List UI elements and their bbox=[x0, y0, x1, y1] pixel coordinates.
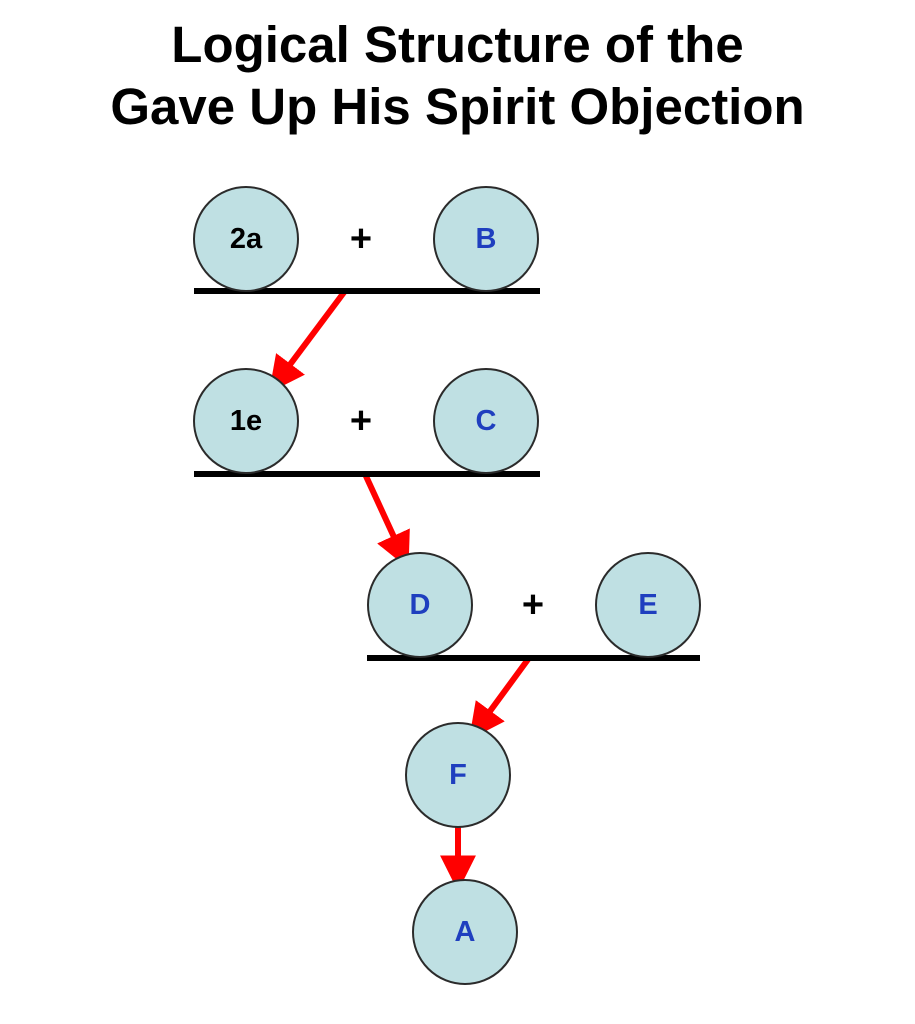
node-circle-a bbox=[412, 879, 518, 985]
node-label-2a: 2a bbox=[230, 223, 263, 255]
node-circle-f bbox=[405, 722, 511, 828]
node-circle-e bbox=[595, 552, 701, 658]
node-label-1e: 1e bbox=[230, 405, 262, 437]
node-b: B bbox=[433, 186, 539, 292]
node-label-d: D bbox=[410, 589, 431, 621]
node-1e: 1e bbox=[193, 368, 299, 474]
operators-layer: + + + bbox=[350, 218, 544, 626]
node-label-a: A bbox=[455, 916, 476, 948]
inference-arrow-to-D bbox=[362, 472, 410, 569]
edges-layer bbox=[268, 289, 532, 892]
title-line-2: Gave Up His Spirit Objection bbox=[110, 78, 805, 135]
node-label-f: F bbox=[449, 759, 467, 791]
node-circle-1e bbox=[193, 368, 299, 474]
node-label-c: C bbox=[476, 405, 497, 437]
plus-operator-1e-C: + bbox=[350, 400, 372, 442]
inference-arrow-to-1e bbox=[268, 289, 348, 393]
node-d: D bbox=[367, 552, 473, 658]
node-e: E bbox=[595, 552, 701, 658]
node-2a: 2a bbox=[193, 186, 299, 292]
node-circle-2a bbox=[193, 186, 299, 292]
node-label-b: B bbox=[476, 223, 497, 255]
node-circle-d bbox=[367, 552, 473, 658]
node-f: F bbox=[405, 722, 511, 828]
diagram-title: Logical Structure of the Gave Up His Spi… bbox=[0, 14, 915, 138]
nodes-layer: 2a B 1e C D E F A bbox=[193, 186, 701, 985]
node-a: A bbox=[412, 879, 518, 985]
plus-operator-2a-B: + bbox=[350, 218, 372, 260]
inference-arrow-to-F bbox=[469, 656, 532, 740]
node-c: C bbox=[433, 368, 539, 474]
node-circle-c bbox=[433, 368, 539, 474]
node-circle-b bbox=[433, 186, 539, 292]
title-line-1: Logical Structure of the bbox=[171, 16, 744, 73]
node-label-e: E bbox=[638, 589, 657, 621]
plus-operator-D-E: + bbox=[522, 584, 544, 626]
